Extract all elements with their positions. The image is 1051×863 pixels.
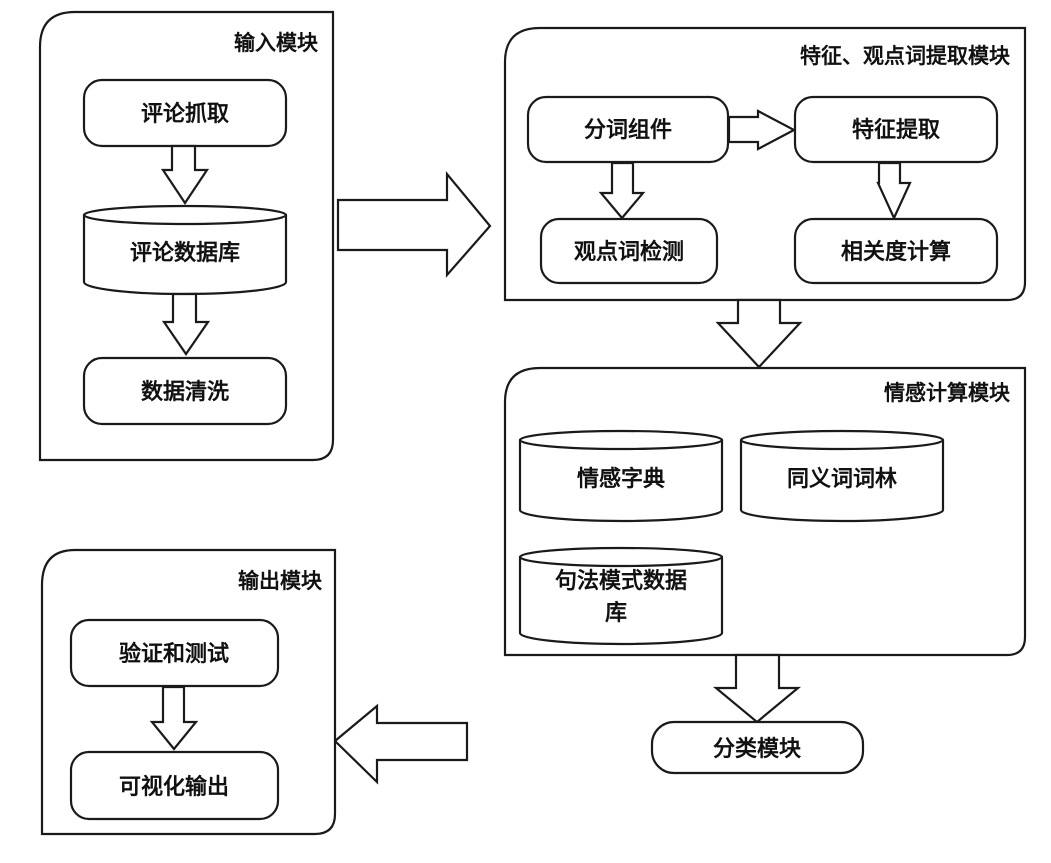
syntax-pattern-database-body (518, 557, 724, 646)
node-synonym-forest-label: 同义词词林 (787, 467, 897, 492)
node-relevance-calc-box (793, 217, 999, 285)
node-sentiment-dictionary: 情感字典 (518, 429, 724, 523)
classification-module-label: 分类模块 (713, 737, 802, 762)
feature-module-title: 特征、观点词提取模块 (800, 44, 1011, 68)
node-segmentation-label: 分词组件 (584, 117, 672, 143)
node-validation-label: 验证和测试 (119, 641, 229, 667)
output-module-title: 输出模块 (238, 569, 323, 593)
node-data-cleaning-box (82, 356, 288, 426)
node-sentiment-dictionary-label: 情感字典 (577, 466, 665, 492)
node-comment-crawl-label: 评论抓取 (141, 101, 229, 127)
node-visualization-label: 可视化输出 (119, 774, 229, 800)
review-database-top (82, 204, 288, 226)
arrow-db-to-cleaning (161, 292, 211, 356)
arrow-segmentation-to-feature (727, 109, 797, 151)
node-synonym-forest: 同义词词林 (739, 429, 945, 523)
sentiment-module-title: 情感计算模块 (884, 381, 1011, 405)
syntax-pattern-database-top (518, 546, 724, 568)
classification-module: 分类模块 (650, 720, 865, 775)
input-module: 输入模块 评论抓取 评论数据库 数据清洗 (38, 10, 335, 462)
arrow-input-to-feature (336, 170, 492, 278)
output-module: 输出模块 验证和测试 可视化输出 (40, 548, 337, 836)
sentiment-dictionary-top (518, 429, 724, 451)
node-feature-extraction-label: 特征提取 (852, 117, 940, 143)
arrow-feature-to-relevance (876, 161, 912, 221)
node-data-cleaning-label: 数据清洗 (141, 379, 229, 405)
sentiment-computation-module: 情感计算模块 情感字典 同义词词林 句法模式数据 库 (503, 366, 1027, 657)
node-syntax-pattern-database-label-line1: 句法模式数据 (555, 568, 687, 594)
node-syntax-pattern-database: 句法模式数据 库 (518, 546, 724, 646)
input-module-title: 输入模块 (234, 31, 319, 55)
node-review-database-label: 评论数据库 (130, 240, 240, 266)
arrow-crawl-to-db (160, 144, 210, 205)
sentiment-dictionary-body (518, 440, 724, 523)
node-opinion-detection-box (539, 217, 719, 285)
arrow-classification-to-output (333, 703, 469, 785)
node-opinion-detection-label: 观点词检测 (574, 239, 684, 265)
synonym-forest-body (739, 440, 945, 523)
synonym-forest-top (739, 429, 945, 451)
arrow-validation-to-visualization (149, 685, 199, 751)
node-syntax-pattern-database-label-line2: 库 (605, 601, 627, 626)
arrow-sentiment-to-classification (712, 653, 802, 724)
arrow-feature-to-sentiment (715, 298, 803, 369)
arrow-segmentation-to-opinion (598, 161, 646, 220)
node-relevance-calc-label: 相关度计算 (841, 239, 951, 265)
node-visualization-box (69, 750, 280, 821)
node-review-database: 评论数据库 (82, 204, 288, 296)
feature-opinion-extraction-module: 特征、观点词提取模块 分词组件 特征提取 观点词检测 相关度计算 (503, 26, 1027, 302)
classification-module-box (650, 720, 865, 775)
